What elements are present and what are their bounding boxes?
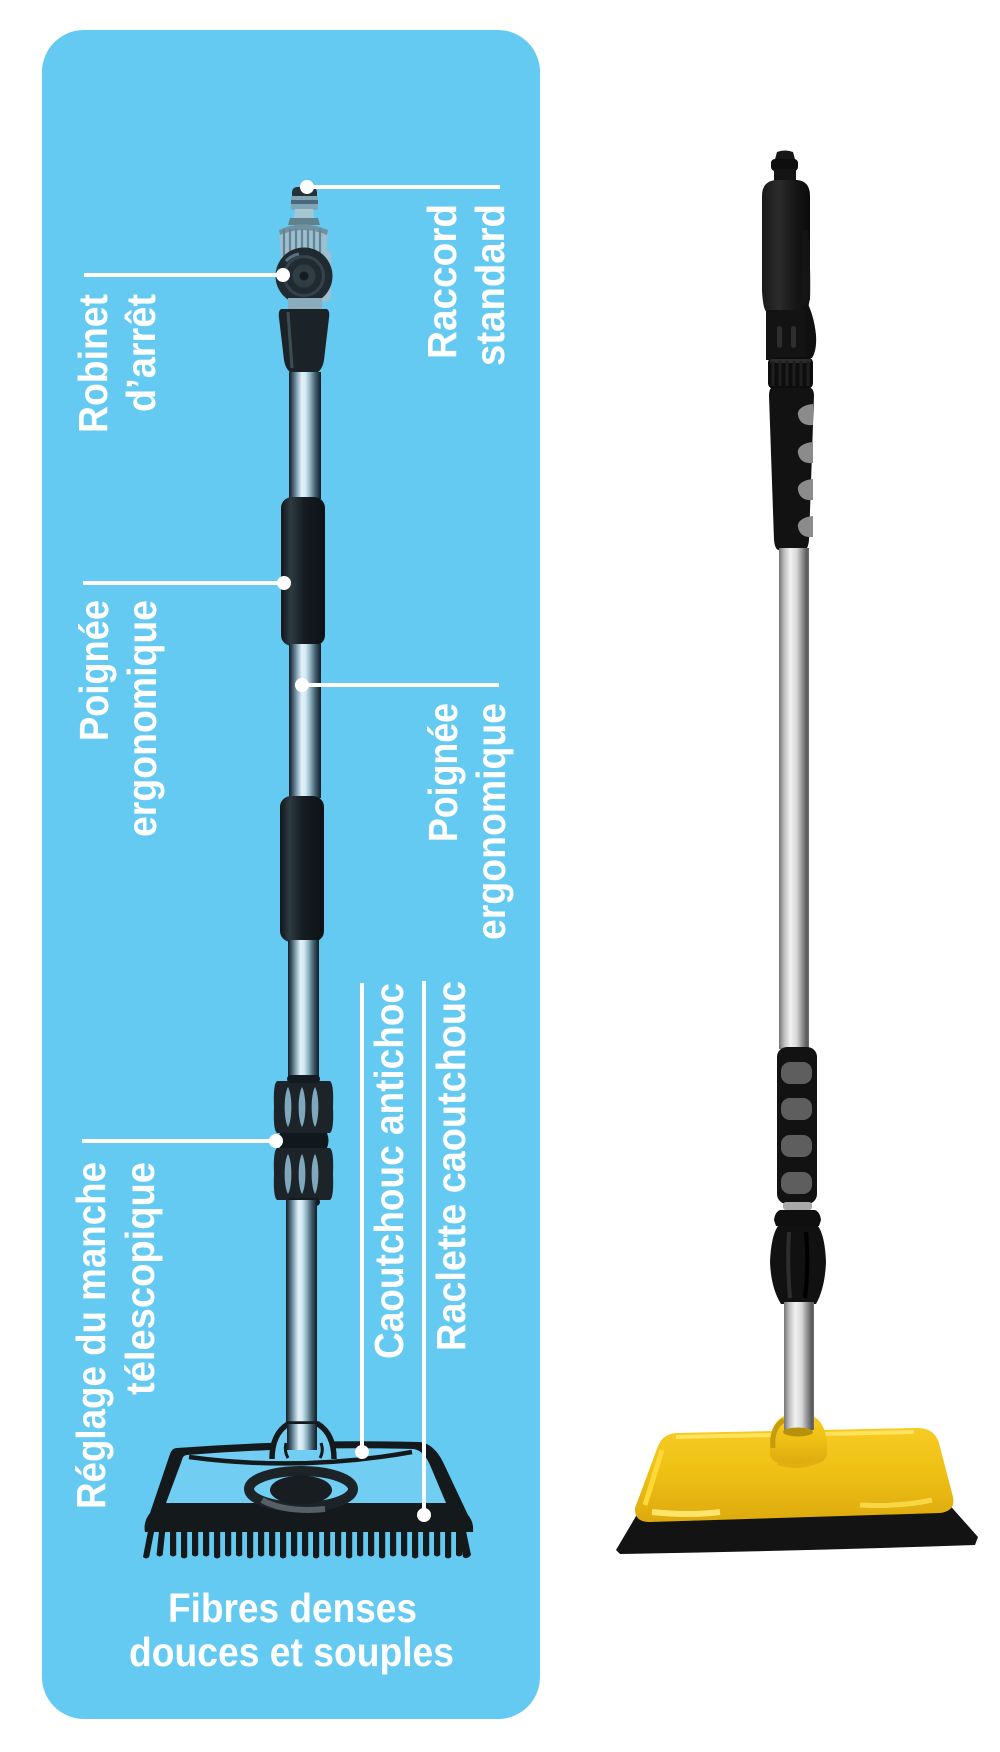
svg-text:douces et souples: douces et souples <box>129 1629 454 1675</box>
svg-text:Robinet: Robinet <box>70 294 116 433</box>
svg-text:ergonomique: ergonomique <box>468 703 514 940</box>
svg-text:Raccord: Raccord <box>419 204 465 359</box>
svg-text:Raclette caoutchouc: Raclette caoutchouc <box>428 981 474 1351</box>
svg-text:Fibres denses: Fibres denses <box>168 1585 417 1631</box>
svg-text:Poignée: Poignée <box>71 600 117 741</box>
svg-text:télescopique: télescopique <box>117 1162 163 1395</box>
svg-text:ergonomique: ergonomique <box>119 600 165 837</box>
svg-text:d’arrêt: d’arrêt <box>118 294 164 412</box>
svg-text:Poignée: Poignée <box>420 703 466 842</box>
svg-text:Réglage du manche: Réglage du manche <box>68 1162 114 1509</box>
svg-text:standard: standard <box>467 204 513 366</box>
svg-text:Caoutchouc antichoc: Caoutchouc antichoc <box>366 983 412 1359</box>
